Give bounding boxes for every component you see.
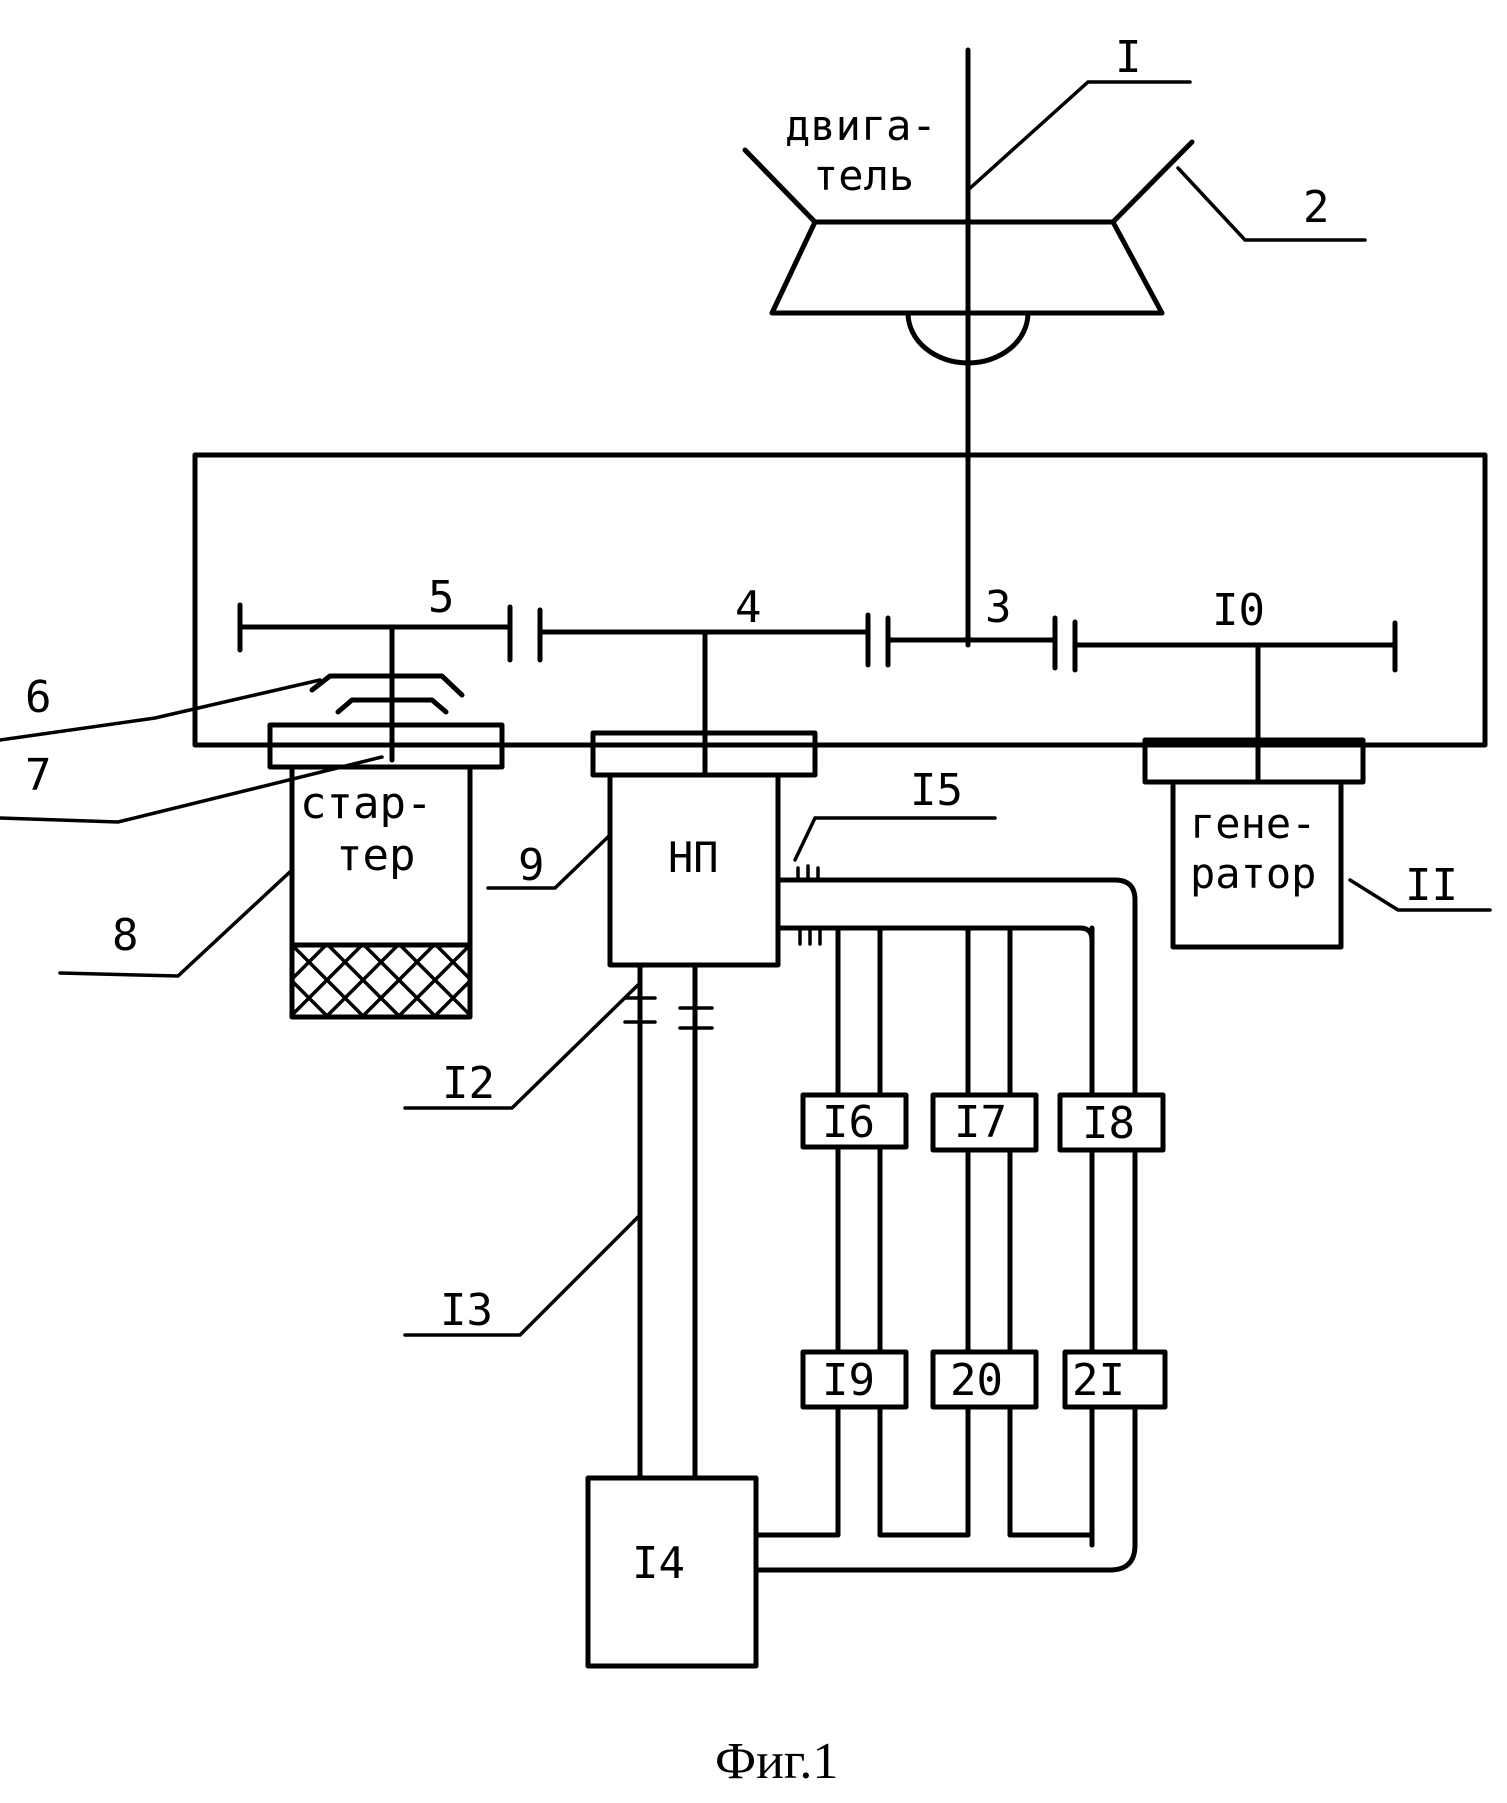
line-15-outer [756, 880, 1135, 1570]
svg-text:I9: I9 [822, 1355, 875, 1406]
line-inner-top [778, 928, 1092, 1545]
svg-text:I8: I8 [1082, 1098, 1135, 1149]
pump: НП [610, 775, 778, 965]
engine-label-line1: двига- [785, 101, 937, 150]
gear-4 [540, 610, 868, 775]
ref-6: 6 [25, 672, 52, 723]
ref-9: 9 [518, 840, 545, 891]
ref-8: 8 [112, 910, 139, 961]
svg-text:2I: 2I [1072, 1355, 1125, 1406]
gear-3 [888, 618, 1055, 668]
gear-5 [240, 605, 510, 760]
figure-caption: Фиг.1 [715, 1733, 838, 1790]
pump-label: НП [668, 833, 719, 882]
generator-label-line2: ратор [1190, 849, 1316, 898]
svg-text:20: 20 [950, 1355, 1003, 1406]
starter: стар- тер [292, 767, 470, 1017]
ref-10: I0 [1212, 585, 1265, 636]
ref-7: 7 [25, 750, 52, 801]
ref-5: 5 [428, 572, 455, 623]
generator: гене- ратор [1173, 782, 1341, 947]
clutch-6 [312, 676, 462, 695]
valve-19: I9 [803, 1352, 906, 1407]
line-inner-hatch [800, 930, 820, 944]
gear-10 [1075, 622, 1395, 780]
ref-4: 4 [735, 582, 762, 633]
svg-text:I6: I6 [822, 1097, 875, 1148]
valve-20: 20 [933, 1352, 1036, 1407]
valve-18: I8 [1060, 1095, 1163, 1150]
ref-15: I5 [910, 765, 963, 816]
ref-2: 2 [1303, 182, 1330, 233]
starter-label-line1: стар- [300, 778, 432, 829]
ref-13: I3 [440, 1285, 493, 1336]
ref-1: I [1115, 32, 1142, 83]
svg-text:I7: I7 [954, 1097, 1007, 1148]
valve-17: I7 [933, 1095, 1036, 1150]
valve-16: I6 [803, 1095, 906, 1148]
ref-11: II [1405, 860, 1458, 911]
valve-21: 2I [1065, 1352, 1165, 1407]
starter-label-line2: тер [336, 830, 415, 881]
ref-3: 3 [985, 582, 1012, 633]
block-14-label: I4 [632, 1538, 685, 1589]
generator-label-line1: гене- [1190, 799, 1316, 848]
leader-lines [0, 82, 1490, 1335]
engine-label-line2: тель [813, 151, 914, 200]
ref-12: I2 [442, 1058, 495, 1109]
